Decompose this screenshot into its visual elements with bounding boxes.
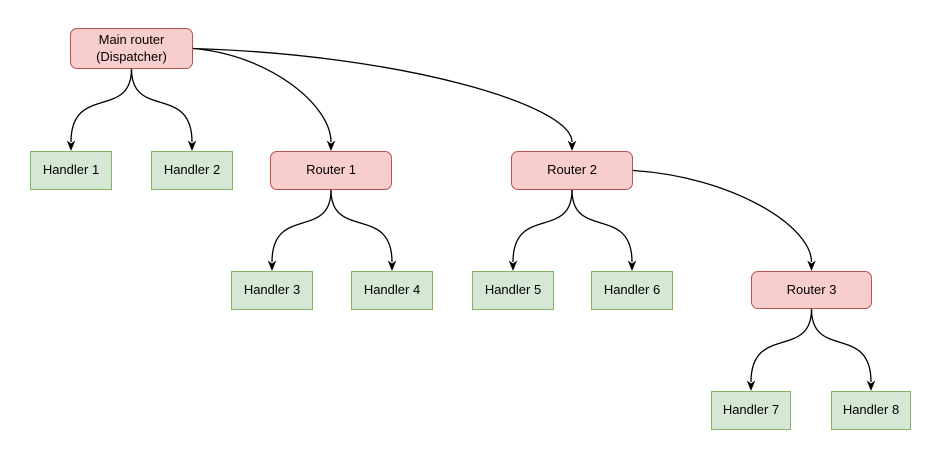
edge-router-2-to-router-3-arrowhead [807,260,816,271]
node-handler-7-label: Handler 7 [722,402,780,418]
node-main-router: Main router (Dispatcher) [70,28,193,69]
edge-main-router-to-router-2-arrowhead [567,140,577,151]
edge-main-router-to-handler-1-arrowhead [66,140,76,151]
edge-router-1-to-handler-3-arrowhead [267,260,277,271]
edge-router-1-to-handler-4 [330,189,393,263]
edge-router-3-to-handler-7 [750,308,813,383]
edge-router-3-to-handler-8-arrowhead [866,380,876,391]
node-handler-4: Handler 4 [351,271,433,310]
node-main-router-label: Main router (Dispatcher) [96,31,167,64]
edge-router-2-to-handler-6 [571,189,633,263]
node-router-3-label: Router 3 [786,281,837,297]
edge-main-router-to-router-1-arrowhead [326,140,336,151]
node-router-2: Router 2 [511,151,633,190]
edge-router-3-to-handler-8 [810,308,872,383]
node-handler-6: Handler 6 [591,271,673,310]
node-handler-3: Handler 3 [231,271,313,310]
edge-router-1-to-handler-3 [271,189,332,263]
node-handler-8-label: Handler 8 [842,402,900,418]
edge-main-router-to-handler-2-arrowhead [187,140,197,151]
edge-router-2-to-handler-5 [512,189,573,263]
node-handler-4-label: Handler 4 [363,282,421,298]
node-handler-2: Handler 2 [151,151,233,190]
node-handler-6-label: Handler 6 [603,282,661,298]
node-router-3: Router 3 [751,271,872,309]
edge-router-2-to-handler-6-arrowhead [627,260,637,271]
node-handler-3-label: Handler 3 [243,282,301,298]
node-router-2-label: Router 2 [547,162,597,178]
edge-router-2-to-handler-5-arrowhead [508,260,518,271]
edge-main-router-to-router-2 [192,47,573,143]
edge-main-router-to-router-1 [192,47,332,143]
node-router-1: Router 1 [270,151,392,190]
edge-main-router-to-handler-2 [130,68,193,143]
edge-router-1-to-handler-4-arrowhead [387,260,397,271]
node-handler-5: Handler 5 [472,271,554,310]
edge-router-2-to-router-3 [632,169,813,263]
node-router-1-label: Router 1 [306,162,356,178]
edge-main-router-to-handler-1 [70,68,133,143]
node-handler-1-label: Handler 1 [42,162,100,178]
node-handler-1: Handler 1 [30,151,112,190]
node-handler-5-label: Handler 5 [484,282,542,298]
node-handler-8: Handler 8 [831,391,911,430]
edge-router-3-to-handler-7-arrowhead [746,380,756,391]
node-handler-7: Handler 7 [711,391,791,430]
node-handler-2-label: Handler 2 [163,162,221,178]
